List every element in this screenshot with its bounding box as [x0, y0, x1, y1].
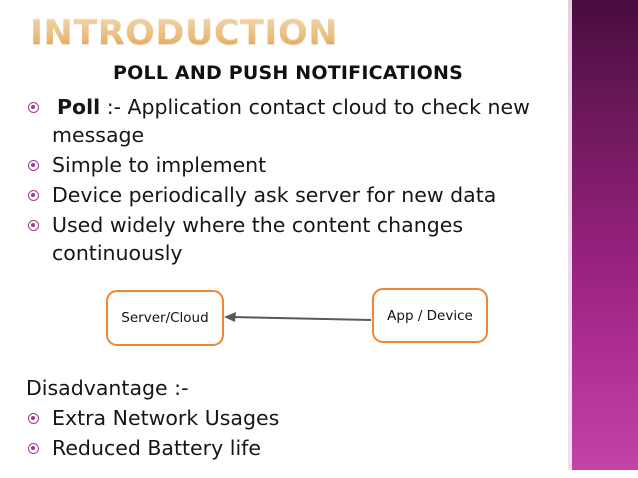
side-band-gradient: [572, 0, 638, 470]
arrow-layer: [224, 312, 372, 322]
list-item: Device periodically ask server for new d…: [26, 181, 556, 209]
diagram-node-device: App / Device: [372, 288, 488, 343]
disadvantage-section: Disadvantage :- Extra Network Usages Red…: [26, 374, 526, 464]
list-item-label: Extra Network Usages: [52, 406, 280, 430]
body-bullet-list: Poll :- Application contact cloud to che…: [26, 93, 556, 269]
poll-flow-diagram: Server/Cloud App / Device: [0, 282, 568, 354]
list-item-bold: Poll: [57, 95, 101, 119]
slide-headline: POLL AND PUSH NOTIFICATIONS: [113, 62, 463, 84]
bullet-icon: [28, 190, 39, 201]
list-item: Simple to implement: [26, 151, 556, 179]
list-item: Used widely where the content changes co…: [26, 211, 556, 267]
list-item-label: Reduced Battery life: [52, 436, 261, 460]
list-item: Extra Network Usages: [26, 404, 526, 432]
list-item: Reduced Battery life: [26, 434, 526, 462]
disadvantage-heading: Disadvantage :-: [26, 376, 189, 400]
list-item: Poll :- Application contact cloud to che…: [26, 93, 556, 149]
list-item-label: Used widely where the content changes co…: [52, 213, 464, 265]
decorative-side-band: [568, 0, 638, 478]
bullet-icon: [28, 102, 39, 113]
page-title: INTRODUCTION: [30, 13, 338, 53]
list-item-label: Simple to implement: [52, 153, 267, 177]
flow-arrow-head-icon: [224, 312, 236, 322]
bullet-icon: [28, 220, 39, 231]
bullet-icon: [28, 413, 39, 424]
list-item-label: :- Application contact cloud to check ne…: [52, 95, 530, 147]
diagram-node-label: App / Device: [387, 307, 473, 324]
flow-arrow-line: [231, 316, 372, 321]
bullet-icon: [28, 443, 39, 454]
diagram-node-server: Server/Cloud: [106, 290, 224, 346]
side-band-edge: [568, 0, 572, 470]
bullet-icon: [28, 160, 39, 171]
diagram-node-label: Server/Cloud: [121, 310, 209, 326]
list-item-label: Device periodically ask server for new d…: [52, 183, 497, 207]
